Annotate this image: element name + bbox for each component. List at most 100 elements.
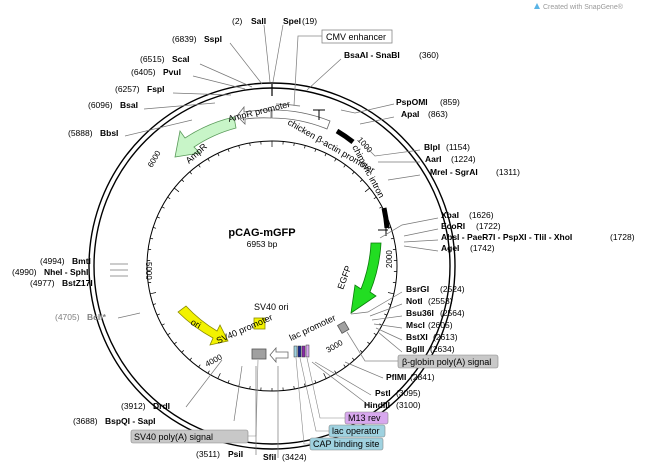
enzyme-fspI-name: FspI <box>147 84 164 94</box>
sv40-polya-label: SV40 poly(A) signal <box>134 432 213 442</box>
enzyme-bsaAI-pos: (360) <box>419 50 439 60</box>
enzyme-speI-pos: (19) <box>302 16 317 26</box>
ruler-ticks <box>147 141 397 391</box>
ruler-tick <box>198 364 201 368</box>
beta-globin-leader <box>346 331 398 362</box>
enzyme-bsaI-name: BsaI <box>120 100 138 110</box>
enzyme-apaI-pos: (863) <box>428 109 448 119</box>
enzyme-salI-pos: (2) <box>232 16 243 26</box>
chicken-promoter-arrow <box>271 109 331 130</box>
tick-5000: 5000 <box>144 262 153 280</box>
enzyme-bsaI-pos: (6096) <box>88 100 113 110</box>
sv40-ori-label: SV40 ori <box>254 302 289 312</box>
cmv-enhancer-arc <box>275 103 301 107</box>
ori-arrow <box>177 305 229 346</box>
enzyme-sapI-pos: (3688) <box>73 416 98 426</box>
enzyme-pstI-pos: (3095) <box>396 388 421 398</box>
ruler-tick <box>227 380 230 384</box>
enzyme-mscI-name: MscI <box>406 320 425 330</box>
enzyme-speI-name: SpeI <box>283 16 301 26</box>
ruler-tick <box>153 227 157 229</box>
enzyme-pstI-name: PstI <box>375 388 391 398</box>
lac-operator-bar <box>297 345 302 358</box>
cap-site-bar <box>293 345 298 358</box>
ruler-tick <box>238 145 240 149</box>
enzyme-ageI-pos: (1742) <box>470 243 495 253</box>
m13-rev-label: M13 rev <box>348 413 381 423</box>
ruler-tick <box>156 313 160 316</box>
ampr-arrow <box>174 116 237 158</box>
enzyme-bclI-pos: (4705) <box>55 312 80 322</box>
enzyme-xhoI-pos: (1728) <box>610 232 635 242</box>
ori-label: ori <box>189 317 203 331</box>
ruler-tick <box>156 216 160 219</box>
snapgene-logo-icon <box>534 3 540 9</box>
ruler-tick <box>153 303 157 305</box>
enzyme-psiI-name: PsiI <box>228 449 243 459</box>
ruler-tick <box>293 385 295 390</box>
ruler-tick <box>249 385 251 390</box>
ruler-tick <box>207 370 210 374</box>
ruler-tick <box>227 148 230 152</box>
enzyme-pvuI-pos: (6405) <box>131 67 156 77</box>
ruler-tick <box>373 196 377 200</box>
ruler-tick <box>334 158 337 162</box>
enzyme-aarI-pos: (1224) <box>451 154 476 164</box>
beta-globin-label-box <box>397 354 499 369</box>
ruler-tick <box>387 227 391 229</box>
ruler-tick <box>161 206 165 209</box>
cmv-enhancer-box <box>321 29 393 44</box>
sv40-polya-label-box <box>130 429 249 444</box>
enzyme-bglII-name: BglII <box>406 344 424 354</box>
enzyme-sspI-pos: (6839) <box>172 34 197 44</box>
ruler-tick <box>359 350 363 353</box>
ruler-tick <box>352 357 355 361</box>
lac-promoter-label: lac promoter <box>288 313 338 343</box>
ruler-tick <box>174 341 177 345</box>
ruler-tick <box>207 158 210 162</box>
enzyme-bclI-name: BclI* <box>87 312 107 322</box>
enzyme-hindIII-name: HindIII <box>364 400 390 410</box>
enzyme-sapI-name: BspQI - SapI <box>105 416 156 426</box>
ruler-tick <box>217 373 221 379</box>
ruler-tick <box>323 373 327 379</box>
ruler-tick <box>174 187 180 193</box>
ruler-tick <box>161 323 165 326</box>
plasmid-name: pCAG-mGFP <box>228 227 295 239</box>
enzyme-pflMI-pos: (2841) <box>410 372 435 382</box>
enzyme-blpI-pos: (1154) <box>446 142 470 152</box>
enzyme-apaI-name: ApaI <box>401 109 419 119</box>
plasmid-size: 6953 bp <box>247 239 278 249</box>
ruler-tick <box>359 179 363 182</box>
tick-4000: 4000 <box>204 352 224 369</box>
sv40-ori-box <box>253 317 266 330</box>
enzyme-pvuI-name: PvuI <box>163 67 181 77</box>
ruler-tick <box>387 292 394 295</box>
enzyme-bbsI-pos: (5888) <box>68 128 93 138</box>
enzyme-notI-pos: (2553) <box>428 296 453 306</box>
enzyme-mscI-pos: (2605) <box>428 320 453 330</box>
ruler-tick <box>390 237 394 240</box>
enzyme-blpI-name: BlpI <box>424 142 440 152</box>
ruler-tick <box>217 153 220 157</box>
tick-6000: 6000 <box>146 149 163 169</box>
beta-globin-box <box>336 320 350 334</box>
ruler-tick <box>364 187 370 193</box>
backbone-outer <box>88 82 456 450</box>
ruler-tick <box>167 196 171 200</box>
ruler-tick <box>343 164 346 168</box>
egfp-arrow <box>350 242 382 314</box>
enzyme-xbaI-name: XbaI <box>441 210 459 220</box>
ruler-tick <box>367 341 370 345</box>
ruler-tick <box>249 142 251 147</box>
enzyme-drdI-name: DrdI <box>153 401 170 411</box>
tick-3000: 3000 <box>325 338 345 355</box>
beta-globin-label: β-globin poly(A) signal <box>402 357 491 367</box>
enzyme-bsrGI-pos: (2524) <box>440 284 465 294</box>
ruler-tick <box>293 142 295 147</box>
watermark-text: Created with SnapGene® <box>543 3 624 11</box>
enzyme-drdI-pos: (3912) <box>121 401 146 411</box>
chimeric-intron-end-bar <box>381 207 390 229</box>
ruler-tick <box>352 171 355 175</box>
